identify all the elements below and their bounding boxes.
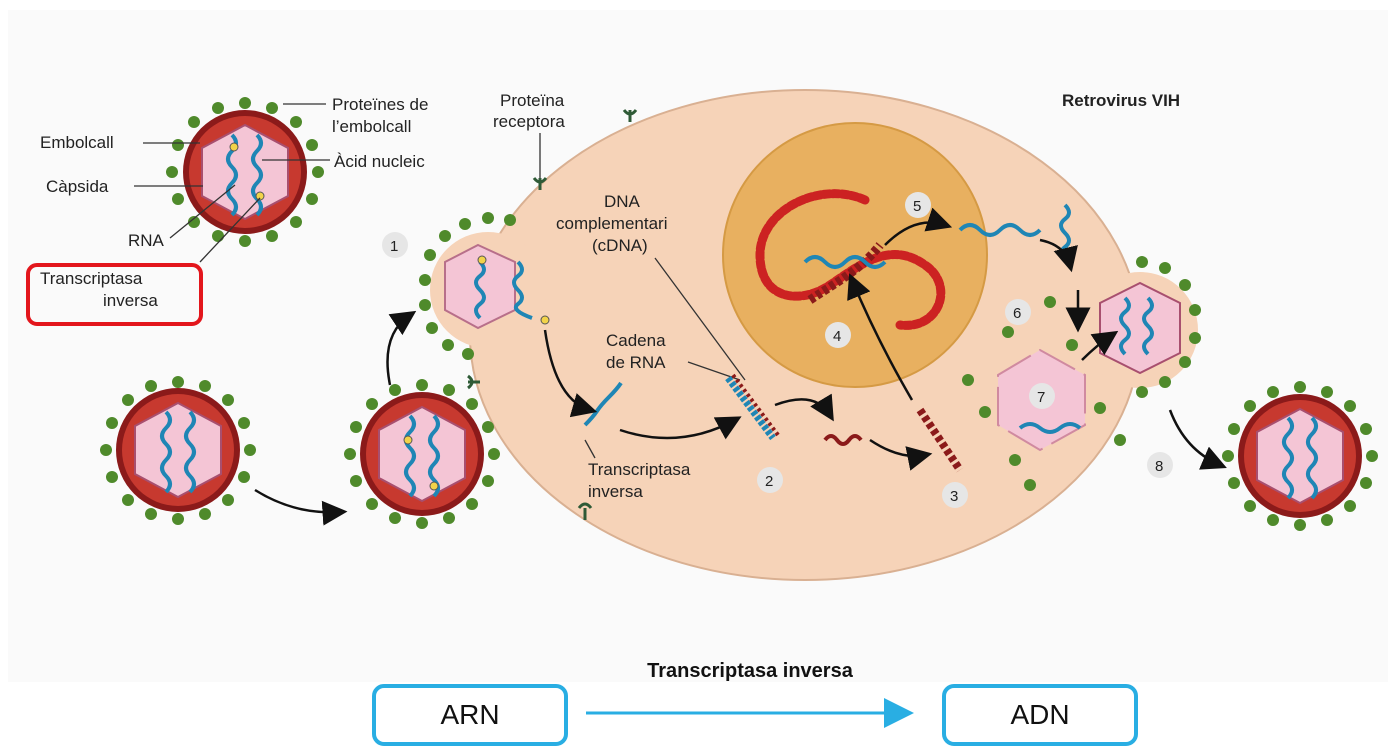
- nucleus: [722, 122, 988, 388]
- flow-label: Transcriptasa inversa: [647, 660, 853, 682]
- scattered-proteins: [962, 296, 1126, 491]
- step-4: 4: [833, 328, 841, 345]
- receptor-proteins: [467, 109, 638, 520]
- virus-legend: [166, 97, 324, 247]
- receptor-label-2: receptora: [493, 112, 565, 131]
- virus-released: [1222, 381, 1378, 531]
- legend-rt-1: Transcriptasa: [40, 269, 143, 288]
- legend-rt-2: inversa: [103, 291, 158, 310]
- flow-from-label: ARN: [440, 699, 500, 730]
- legend-leaders: [134, 103, 330, 263]
- step-3: 3: [950, 488, 958, 505]
- legend-nucleic-acid: Àcid nucleic: [334, 152, 425, 171]
- legend-envelope-proteins-2: l’embolcall: [332, 117, 411, 136]
- receptor-label-1: Proteïna: [500, 91, 565, 110]
- rna-chain-label-1: Cadena: [606, 331, 666, 350]
- legend-envelope-proteins-1: Proteïnes de: [332, 95, 428, 114]
- cell-rt-label-1: Transcriptasa: [588, 460, 691, 479]
- flow-to-box: ADN: [942, 684, 1138, 746]
- virus-budding: [1099, 256, 1201, 398]
- step-7: 7: [1037, 389, 1045, 406]
- legend-rna: RNA: [128, 231, 165, 250]
- flow-from-box: ARN: [372, 684, 568, 746]
- process-arrows: [254, 207, 1227, 526]
- step-6: 6: [1013, 305, 1021, 322]
- cell-rt-label-2: inversa: [588, 482, 643, 501]
- virus-free: [100, 376, 256, 525]
- flow-to-label: ADN: [1010, 699, 1070, 730]
- step-8: 8: [1155, 458, 1163, 475]
- legend-capsid: Càpsida: [46, 177, 109, 196]
- legend-envelope: Embolcall: [40, 133, 114, 152]
- step-markers: 1 2 3 4 5 6 7 8: [382, 192, 1173, 508]
- cdna-label-1: DNA: [604, 192, 641, 211]
- cdna-label-2: complementari: [556, 214, 668, 233]
- step-1: 1: [390, 238, 398, 255]
- cdna-label-3: (cDNA): [592, 236, 648, 255]
- virus-entering: [419, 212, 550, 360]
- virus-attached: [344, 379, 500, 529]
- rna-chain-label-2: de RNA: [606, 353, 666, 372]
- step-5: 5: [913, 198, 921, 215]
- diagram-title: Retrovirus VIH: [1062, 91, 1180, 110]
- highlight-box: [26, 263, 203, 326]
- step-2: 2: [765, 473, 773, 490]
